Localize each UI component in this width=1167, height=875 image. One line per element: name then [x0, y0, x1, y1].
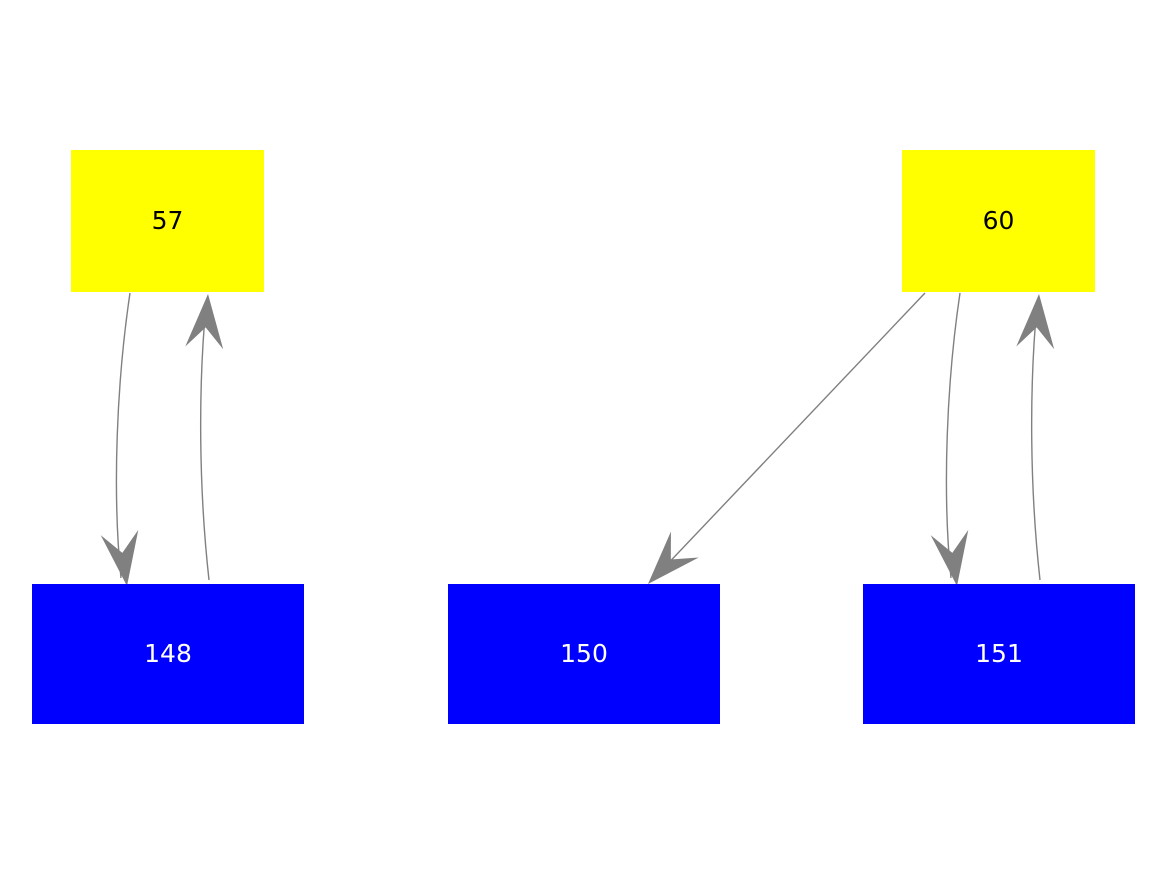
- arrowhead-icon: [185, 294, 224, 350]
- edge-151-to-60: [1016, 294, 1055, 581]
- edge-60-to-151: [930, 292, 969, 586]
- arrowhead-icon: [100, 529, 139, 586]
- edge-148-to-57: [185, 294, 224, 581]
- node-148[interactable]: 148: [32, 584, 304, 724]
- edge-60-to-150: [648, 292, 926, 584]
- edge-line: [945, 292, 961, 579]
- node-box[interactable]: [32, 584, 304, 724]
- node-box[interactable]: [71, 150, 264, 292]
- node-60[interactable]: 60: [902, 150, 1095, 292]
- node-150[interactable]: 150: [448, 584, 720, 724]
- edge-line: [199, 304, 210, 581]
- edge-layer: [100, 292, 1055, 586]
- edge-line: [659, 292, 926, 573]
- node-57[interactable]: 57: [71, 150, 264, 292]
- edge-line: [1030, 304, 1041, 581]
- edge-57-to-148: [100, 292, 139, 586]
- node-label: 151: [975, 639, 1023, 668]
- node-label: 150: [560, 639, 608, 668]
- edge-line: [115, 292, 131, 579]
- node-box[interactable]: [448, 584, 720, 724]
- node-label: 148: [144, 639, 192, 668]
- node-box[interactable]: [902, 150, 1095, 292]
- arrowhead-icon: [648, 531, 699, 584]
- arrowhead-icon: [930, 529, 969, 586]
- node-label: 57: [152, 206, 184, 235]
- node-label: 60: [983, 206, 1015, 235]
- arrowhead-icon: [1016, 294, 1055, 350]
- node-layer: 57 60 148 150 151: [32, 150, 1135, 724]
- node-box[interactable]: [863, 584, 1135, 724]
- node-151[interactable]: 151: [863, 584, 1135, 724]
